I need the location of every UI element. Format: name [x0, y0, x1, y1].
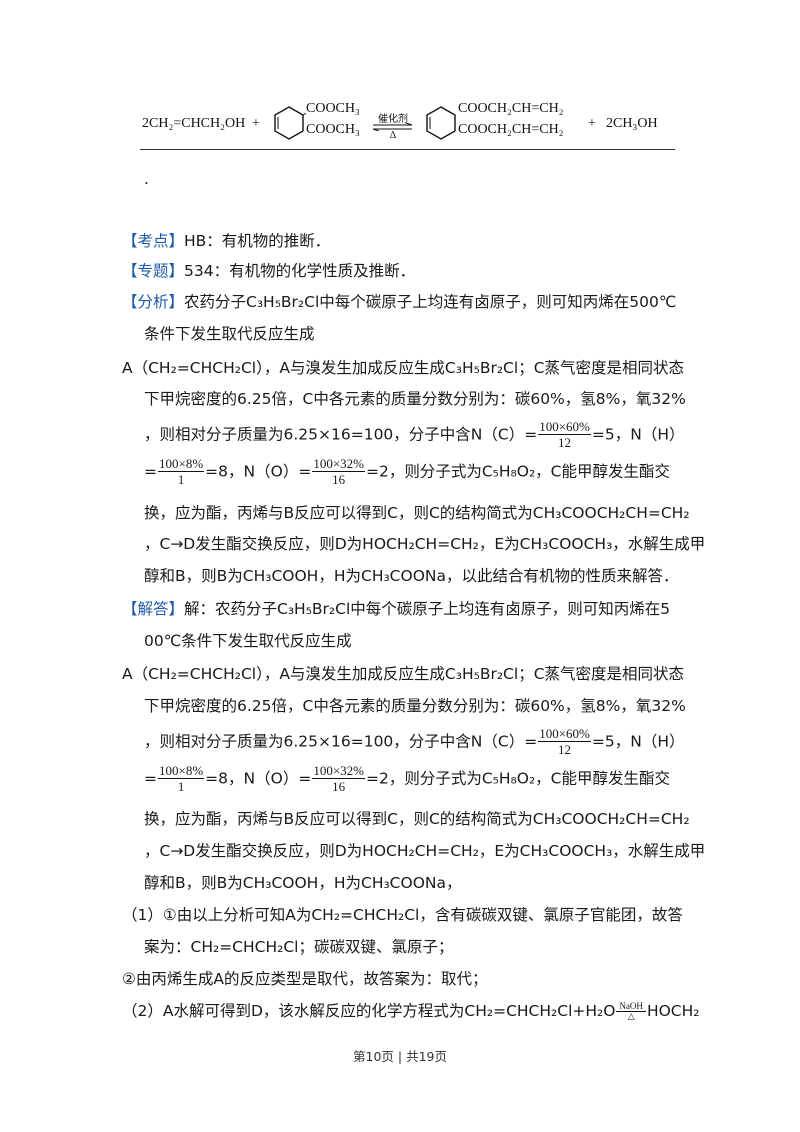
- fraction-denominator: 12: [558, 435, 572, 450]
- fenxi-line-5: ，则相对分子质量为6.25×16=100，分子中含N（C）=100×60%12=…: [144, 420, 684, 450]
- jieda-tag: 【解答】: [122, 600, 185, 618]
- plus-sign: +: [588, 116, 596, 131]
- fenxi-line-4: 下甲烷密度的6.25倍，C中各元素的质量分数分别为：碳60%，氢8%，氧32%: [144, 390, 686, 408]
- fraction-numerator: 100×8%: [158, 456, 205, 472]
- fenxi-text: =: [144, 462, 157, 481]
- fraction-oxygen: 100×32%16: [312, 457, 365, 487]
- jieda-line-1: 【解答】解：农药分子C₃H₅Br₂Cl中每个碳原子上均连有卤原子，则可知丙烯在5: [122, 598, 670, 620]
- jieda-line-9: 醇和B，则B为CH₃COOH，H为CH₃COONa，: [144, 874, 462, 892]
- fenxi-text: 农药分子C₃H₅Br₂Cl中每个碳原子上均连有卤原子，则可知丙烯在500℃: [184, 293, 677, 311]
- fraction-carbon: 100×60%12: [538, 420, 591, 450]
- condition-naoh: NaOH: [616, 1001, 646, 1012]
- zhuanti-text: 534：有机物的化学性质及推断．: [184, 262, 416, 280]
- jieda-text: 解：农药分子C₃H₅Br₂Cl中每个碳原子上均连有卤原子，则可知丙烯在5: [184, 600, 671, 618]
- fraction-hydrogen: 100×8%1: [158, 456, 205, 487]
- fenxi-line-7: 换，应为酯，丙烯与B反应可以得到C，则C的结构简式为CH₃COOCH₂CH=CH…: [144, 504, 690, 522]
- fraction-hydrogen: 100×8%1: [158, 763, 205, 794]
- jieda-line-5: ，则相对分子质量为6.25×16=100，分子中含N（C）=100×60%12=…: [144, 727, 684, 757]
- fenxi-text: =2，则分子式为C₅H₈O₂，C能甲醇发生酯交: [365, 462, 670, 481]
- condition-heat: △: [627, 1012, 635, 1022]
- jieda-text: =: [144, 769, 157, 788]
- reactant-allyl-alcohol: 2CH₂=CHCH₂OH: [142, 116, 246, 131]
- heat-label: Δ: [389, 130, 397, 141]
- kaodian-text: HB：有机物的推断．: [184, 232, 331, 250]
- fraction-oxygen: 100×32%16: [312, 764, 365, 794]
- reaction-arrow: 催化剂 Δ: [372, 108, 414, 142]
- page-footer: 第10页 | 共19页: [353, 1049, 447, 1064]
- fenxi-line-3: A（CH₂=CHCH₂Cl），A与溴发生加成反应生成C₃H₅Br₂Cl；C蒸气密…: [122, 359, 685, 377]
- fraction-denominator: 12: [558, 742, 572, 757]
- fraction-denominator: 16: [332, 472, 346, 487]
- fenxi-line-1: 【分析】农药分子C₃H₅Br₂Cl中每个碳原子上均连有卤原子，则可知丙烯在500…: [122, 291, 676, 313]
- fraction-denominator: 1: [177, 779, 185, 794]
- fraction-numerator: 100×60%: [538, 726, 591, 742]
- jieda-line-6: =100×8%1=8，N（O）=100×32%16=2，则分子式为C₅H₈O₂，…: [144, 764, 670, 794]
- fraction-numerator: 100×60%: [538, 419, 591, 435]
- fenxi-line-8: ，C→D发生酯交换反应，则D为HOCH₂CH=CH₂，E为CH₃COOCH₃，水…: [144, 535, 706, 553]
- fraction-denominator: 16: [332, 779, 346, 794]
- product-group-top: COOCH₂CH=CH₂: [458, 101, 564, 116]
- fraction-numerator: 100×32%: [312, 456, 365, 472]
- fenxi-line-9: 醇和B，则B为CH₃COOH，H为CH₃COONa，以此结合有机物的性质来解答．: [144, 567, 679, 585]
- jieda-text: =5，N（H）: [591, 732, 685, 751]
- jieda-text: HOCH₂: [646, 1002, 700, 1020]
- equilibrium-arrow-icon: [372, 123, 413, 131]
- product-group-bottom: COOCH₂CH=CH₂: [458, 122, 564, 137]
- jieda-line-7: 换，应为酯，丙烯与B反应可以得到C，则C的结构简式为CH₃COOCH₂CH=CH…: [144, 810, 690, 828]
- fraction-numerator: 100×32%: [312, 763, 365, 779]
- jieda-line-4: 下甲烷密度的6.25倍，C中各元素的质量分数分别为：碳60%，氢8%，氧32%: [144, 697, 686, 715]
- catalyst-label: 催化剂: [378, 114, 408, 125]
- benzene-ring-icon: [426, 106, 456, 140]
- jieda-text: =2，则分子式为C₅H₈O₂，C能甲醇发生酯交: [365, 769, 670, 788]
- product-methanol: 2CH₃OH: [606, 116, 658, 131]
- fenxi-line-6: =100×8%1=8，N（O）=100×32%16=2，则分子式为C₅H₈O₂，…: [144, 457, 670, 487]
- fenxi-text: =5，N（H）: [591, 425, 685, 444]
- kaodian-tag: 【考点】: [122, 232, 185, 250]
- jieda-text: =8，N（O）=: [205, 769, 312, 788]
- fenxi-text: ，则相对分子质量为6.25×16=100，分子中含N（C）=: [144, 425, 538, 444]
- benzene-ring-icon: [274, 106, 306, 140]
- reaction-condition-arrow: NaOH△: [616, 1001, 646, 1022]
- period-mark: .: [144, 170, 149, 188]
- jieda-text: （2）A水解可得到D，该水解反应的化学方程式为CH₂=CHCH₂Cl+H₂O: [122, 1002, 616, 1020]
- kaodian-line: 【考点】HB：有机物的推断．: [122, 230, 330, 252]
- fenxi-text: =8，N（O）=: [205, 462, 312, 481]
- fraction-denominator: 1: [177, 472, 185, 487]
- plus-sign: +: [252, 116, 260, 131]
- answer-q1-line-2: 案为：CH₂=CHCH₂Cl；碳碳双键、氯原子；: [144, 938, 454, 956]
- jieda-text: ，则相对分子质量为6.25×16=100，分子中含N（C）=: [144, 732, 538, 751]
- fraction-carbon: 100×60%12: [538, 727, 591, 757]
- ester-group-top: COOCH₃: [306, 101, 360, 116]
- answer-q1-line-1: （1）①由以上分析可知A为CH₂=CHCH₂Cl，含有碳碳双键、氯原子官能团，故…: [122, 906, 683, 924]
- zhuanti-tag: 【专题】: [122, 262, 185, 280]
- fenxi-line-2: 条件下发生取代反应生成: [144, 325, 315, 343]
- zhuanti-line: 【专题】534：有机物的化学性质及推断．: [122, 260, 415, 282]
- jieda-line-3: A（CH₂=CHCH₂Cl），A与溴发生加成反应生成C₃H₅Br₂Cl；C蒸气密…: [122, 665, 685, 683]
- answer-q1-line-3: ②由丙烯生成A的反应类型是取代，故答案为：取代；: [122, 970, 488, 988]
- jieda-line-2: 00℃条件下发生取代反应生成: [144, 632, 352, 650]
- reaction-equation: 2CH₂=CHCH₂OH + COOCH₃ COOCH₃ 催化剂 Δ COOCH…: [140, 98, 675, 150]
- jieda-line-8: ，C→D发生酯交换反应，则D为HOCH₂CH=CH₂，E为CH₃COOCH₃，水…: [144, 842, 706, 860]
- fraction-numerator: 100×8%: [158, 763, 205, 779]
- equation-underline: [140, 149, 675, 150]
- fenxi-tag: 【分析】: [122, 293, 185, 311]
- ester-group-bottom: COOCH₃: [306, 122, 360, 137]
